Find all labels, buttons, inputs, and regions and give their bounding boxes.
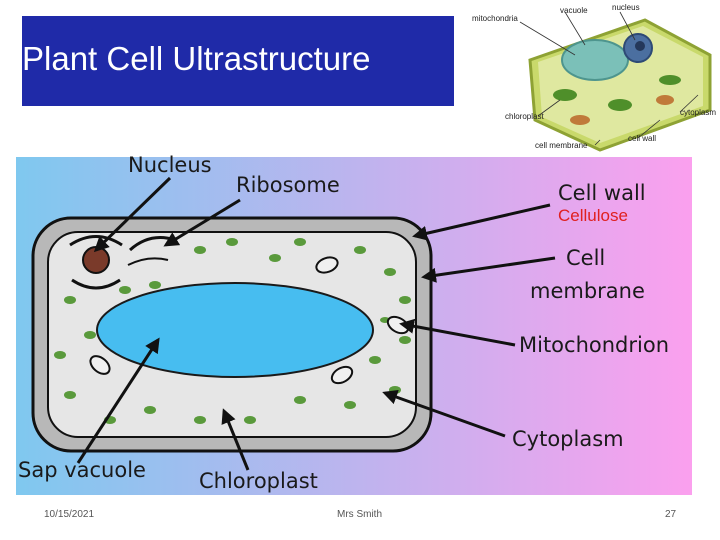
ref-label-nucleus: nucleus — [612, 3, 640, 12]
label-mitochondrion: Mitochondrion — [519, 333, 670, 357]
ref-label-vacuole: vacuole — [560, 6, 588, 15]
label-arrows — [76, 176, 556, 471]
footer-date: 10/15/2021 — [44, 509, 95, 520]
label-nucleus: Nucleus — [128, 153, 212, 177]
ref-label-chloroplast: chloroplast — [505, 112, 544, 121]
label-cellulose: Cellulose — [558, 206, 628, 225]
ref-label-cell-wall: cell wall — [628, 134, 657, 143]
label-cell-wall: Cell wall — [558, 181, 646, 205]
label-cell-membrane-line2: membrane — [530, 279, 645, 303]
ref-label-cell-membrane: cell membrane — [535, 141, 588, 150]
reference-cell-illustration — [519, 11, 712, 152]
label-cytoplasm: Cytoplasm — [512, 427, 624, 451]
footer-author: Mrs Smith — [337, 509, 382, 520]
reference-plant-cell-image — [519, 11, 712, 152]
label-chloroplast: Chloroplast — [199, 469, 318, 493]
slide-title: Plant Cell Ultrastructure — [22, 40, 371, 77]
ref-label-mitochondria: mitochondria — [472, 14, 518, 23]
label-ribosome: Ribosome — [236, 173, 340, 197]
sap-vacuole-shape — [96, 282, 374, 378]
label-cell-membrane-line1: Cell — [566, 246, 606, 270]
label-sap-vacuole: Sap vacuole — [18, 458, 146, 482]
ref-label-cytoplasm: cytoplasm — [680, 108, 717, 117]
footer-page-number: 27 — [665, 509, 677, 520]
chloroplast-dots — [54, 238, 411, 424]
title-bar — [22, 16, 454, 106]
